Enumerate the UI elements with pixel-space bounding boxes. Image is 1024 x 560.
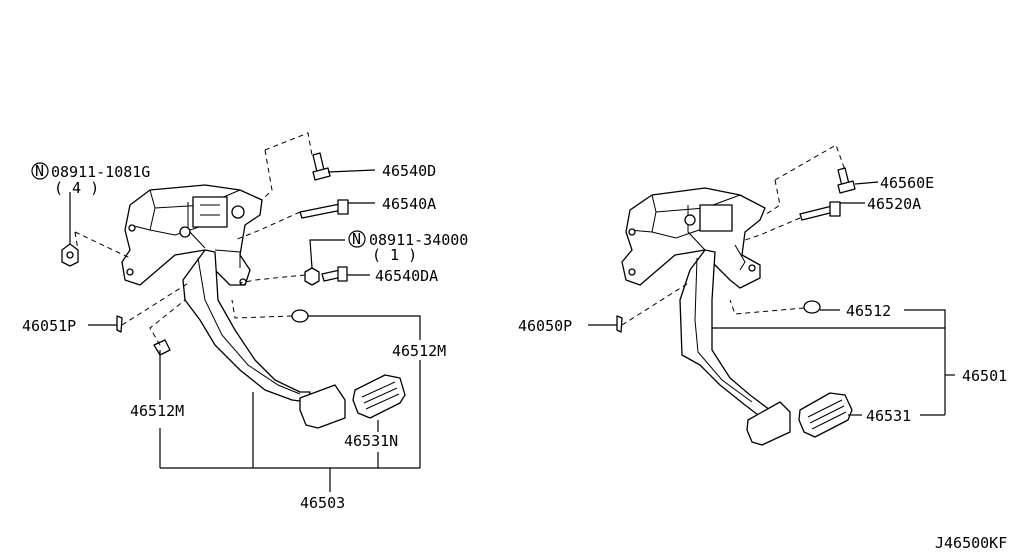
label-46503: 46503 [300, 494, 345, 512]
label-46531: 46531 [866, 407, 911, 425]
left-n-symbol-1-text: N [35, 162, 44, 180]
right-pedal-pad-mounted [746, 401, 791, 446]
label-46050p: 46050P [518, 317, 572, 335]
label-08911-1081g-qty: ( 4 ) [54, 179, 99, 197]
right-pedal-bracket [621, 187, 766, 289]
label-08911-1081g: 08911-1081G [51, 163, 150, 181]
diagram-code: J46500KF [935, 534, 1007, 552]
left-nut-08911-1081g [61, 243, 79, 267]
label-46560e: 46560E [880, 174, 934, 192]
left-bolt-46540da [321, 266, 348, 282]
left-n-symbol-2 [348, 230, 366, 248]
left-n-symbol-1 [31, 162, 49, 180]
label-46540a: 46540A [382, 195, 436, 213]
label-08911-34000: 08911-34000 [369, 231, 468, 249]
label-46520a: 46520A [867, 195, 921, 213]
right-pin-46050p [616, 315, 623, 333]
left-pedal-pad-loose [352, 374, 406, 419]
label-46051p: 46051P [22, 317, 76, 335]
label-46512m-left: 46512M [130, 402, 184, 420]
right-pedal-assembly: 46560E 46520A 46050P 46512 46501 46531 [518, 144, 1007, 446]
label-46540da: 46540DA [375, 267, 438, 285]
left-stopper-46512m-lower [153, 339, 171, 356]
right-bolt-46520a [799, 201, 841, 221]
right-bolt-46560e [837, 167, 856, 194]
label-46531n: 46531N [344, 432, 398, 450]
left-pedal-pad-mounted [299, 384, 346, 429]
left-nut-08911-34000 [304, 267, 320, 286]
left-stopper-46512m-upper [291, 309, 309, 323]
label-46501: 46501 [962, 367, 1007, 385]
left-bolt-46540d [312, 152, 331, 181]
left-pedal-assembly: N N 08911-1081G ( 4 ) 46540D 46540A 0891… [22, 132, 468, 512]
right-stopper-46512 [803, 300, 821, 314]
left-bolt-46540a [299, 199, 349, 219]
left-pedal-bracket [121, 184, 263, 286]
label-08911-34000-qty: ( 1 ) [372, 246, 417, 264]
label-46512m-right: 46512M [392, 342, 446, 360]
left-pin-46051p [116, 315, 123, 333]
label-46512: 46512 [846, 302, 891, 320]
left-n-symbol-2-text: N [352, 230, 361, 248]
right-pedal-pad-loose [798, 392, 853, 438]
label-46540d: 46540D [382, 162, 436, 180]
